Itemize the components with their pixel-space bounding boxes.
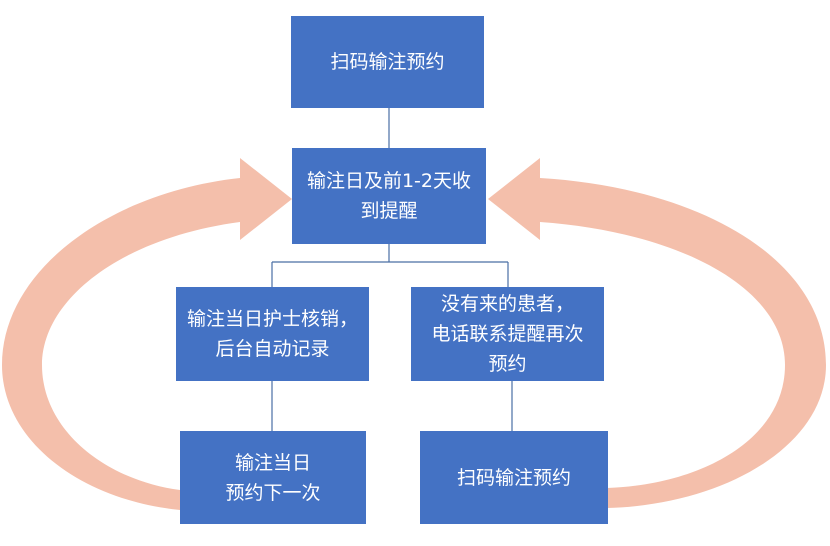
node-text-line: 扫码输注预约 — [330, 51, 445, 73]
node-text-line: 输注日及前1-2天收 — [306, 170, 472, 192]
left-cycle-arrow — [2, 158, 292, 510]
node-text-line: 后台自动记录 — [215, 338, 330, 360]
node-text-line: 输注当日 — [234, 451, 311, 474]
node-text-line: 到提醒 — [360, 200, 418, 222]
node-text-line: 电话联系提醒再次 — [431, 323, 584, 345]
node-text-line: 没有来的患者， — [440, 293, 574, 315]
node-text-line: 预约下一次 — [225, 481, 321, 504]
node-text-line: 预约 — [488, 353, 527, 375]
node-top-scan-booking: 扫码输注预约 — [291, 16, 484, 108]
node-book-next: 输注当日 预约下一次 — [180, 431, 366, 524]
node-rebook-scan: 扫码输注预约 — [420, 431, 608, 524]
node-text-line: 扫码输注预约 — [456, 466, 571, 489]
node-no-show-call: 没有来的患者， 电话联系提醒再次 预约 — [411, 287, 604, 381]
node-reminder: 输注日及前1-2天收 到提醒 — [292, 148, 486, 244]
right-cycle-arrow — [488, 158, 826, 508]
node-nurse-verification: 输注当日护士核销， 后台自动记录 — [176, 287, 369, 381]
node-text-line: 输注当日护士核销， — [186, 308, 358, 330]
